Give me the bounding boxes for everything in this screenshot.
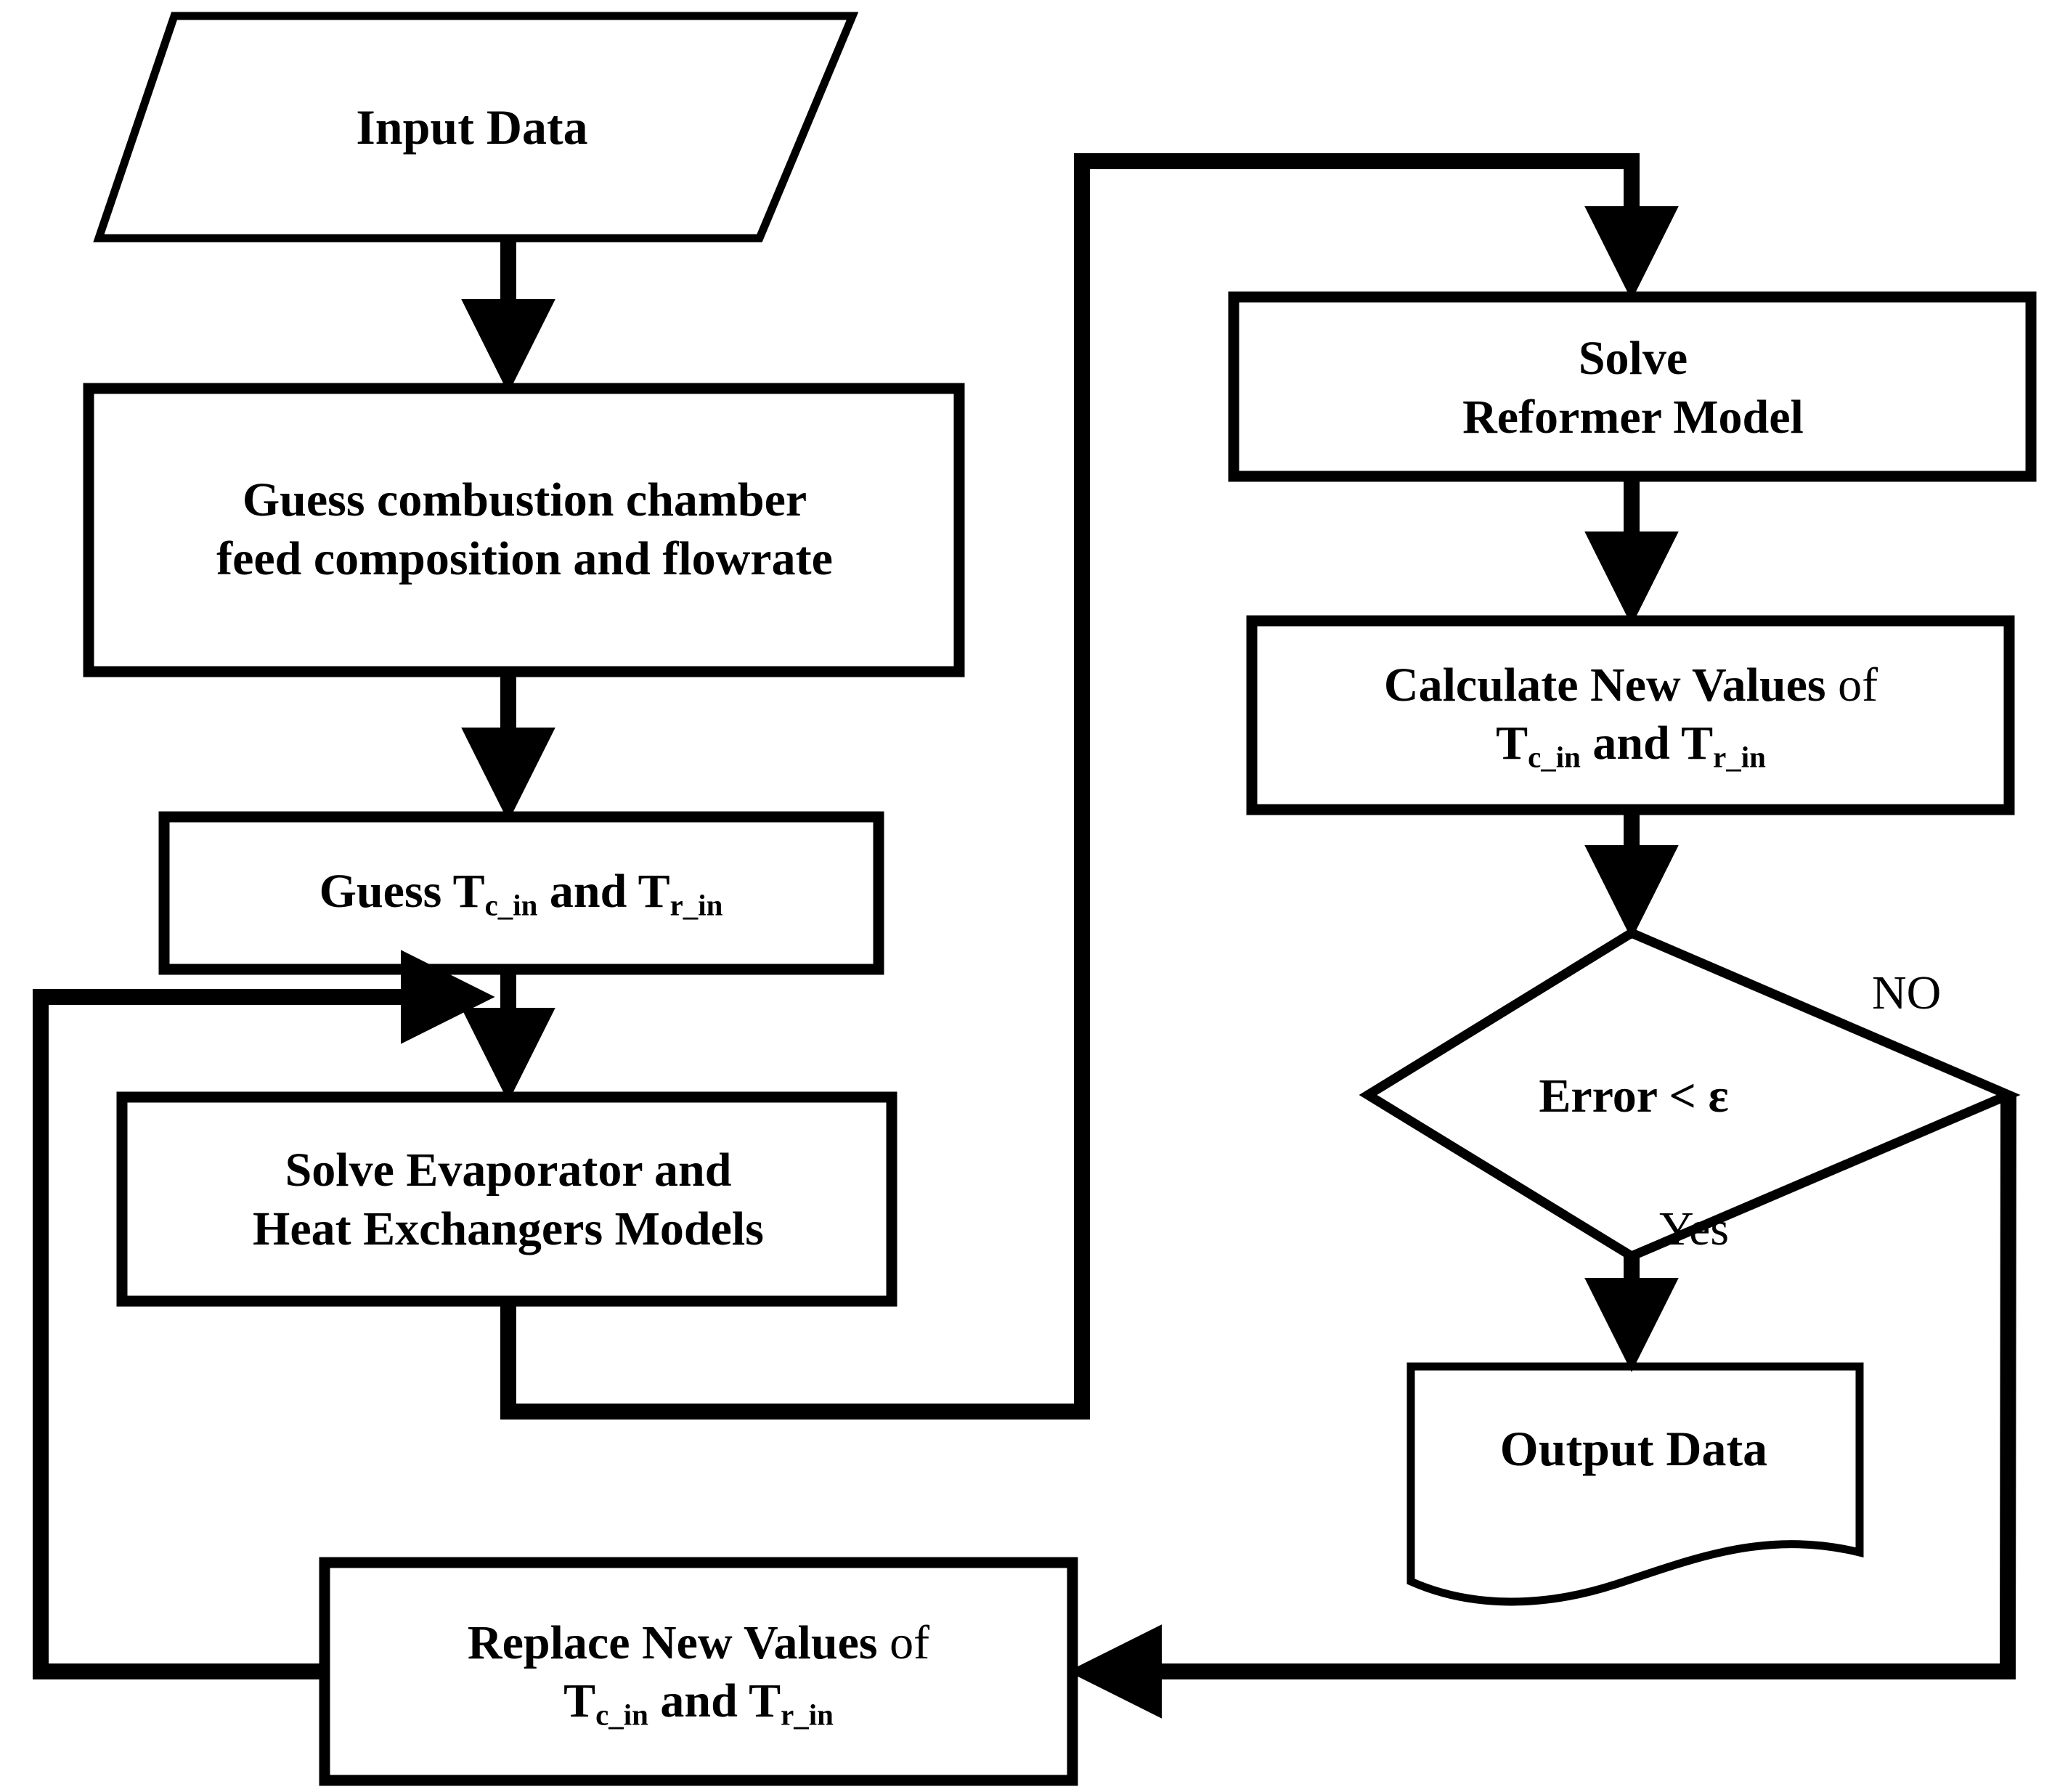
connector-replace-to-solve-evaporator-loop (33, 950, 495, 1679)
node-guess-combustion-shape (83, 383, 965, 677)
node-solve-reformer-shape (1228, 291, 2037, 482)
node-input-data-shape (93, 12, 859, 243)
node-solve-evaporator-shape (116, 1091, 897, 1307)
node-replace-new-values-shape (319, 1557, 1078, 1786)
edge-label-yes: Yes (1659, 1202, 1730, 1255)
edge-label-no: NO (1872, 966, 1942, 1019)
node-output-data-shape (1406, 1362, 1864, 1606)
connector-error-check-no-to-replace (1067, 1094, 2016, 1719)
node-guess-temps-shape (158, 811, 884, 975)
connector-solve-evaporator-to-solve-reformer (500, 153, 1679, 1420)
node-calculate-new-values-shape (1246, 615, 2015, 815)
